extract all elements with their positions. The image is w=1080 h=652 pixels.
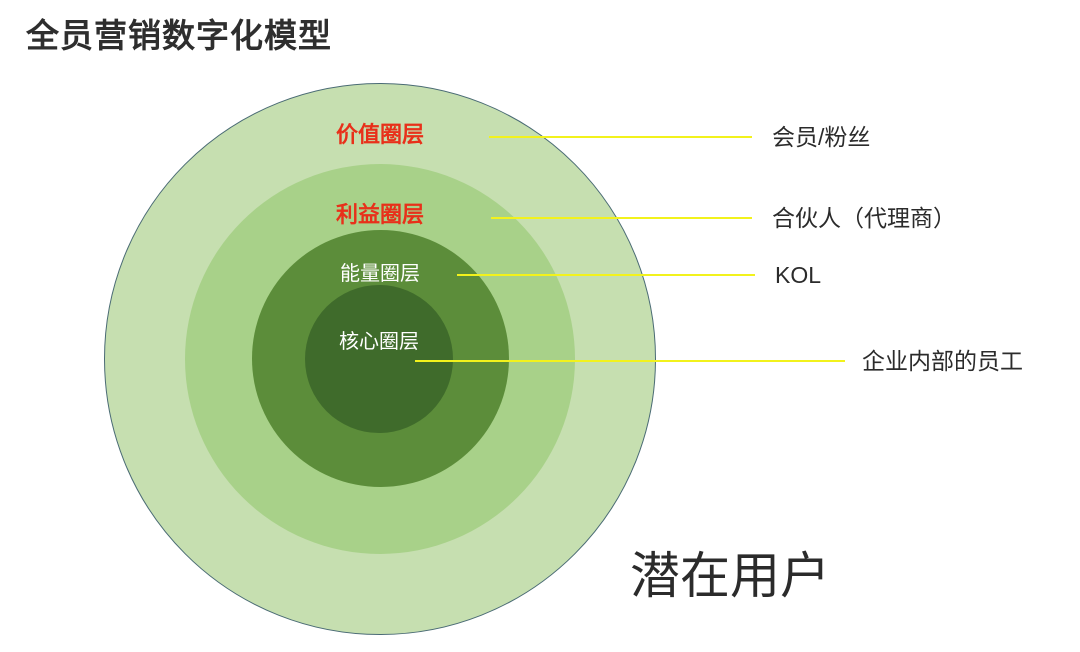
- ring-core-circle[interactable]: [305, 285, 453, 433]
- callout-label-members-fans: 会员/粉丝: [772, 124, 871, 150]
- leader-line-benefit: [491, 217, 752, 219]
- callout-label-internal-employees: 企业内部的员工: [862, 348, 1023, 374]
- ring-label-energy: 能量圈层: [340, 263, 420, 285]
- ring-label-value: 价值圈层: [335, 122, 424, 147]
- callout-label-kol: KOL: [775, 262, 822, 288]
- leader-line-core: [415, 360, 845, 362]
- leader-line-value: [489, 136, 752, 138]
- caption-potential-users: 潜在用户: [630, 548, 830, 604]
- page-title: 全员营销数字化模型: [26, 17, 332, 54]
- ring-label-core: 核心圈层: [339, 331, 419, 353]
- callout-label-partners-agents: 合伙人（代理商）: [772, 205, 956, 231]
- leader-line-energy: [457, 274, 755, 276]
- ring-label-benefit: 利益圈层: [335, 202, 424, 227]
